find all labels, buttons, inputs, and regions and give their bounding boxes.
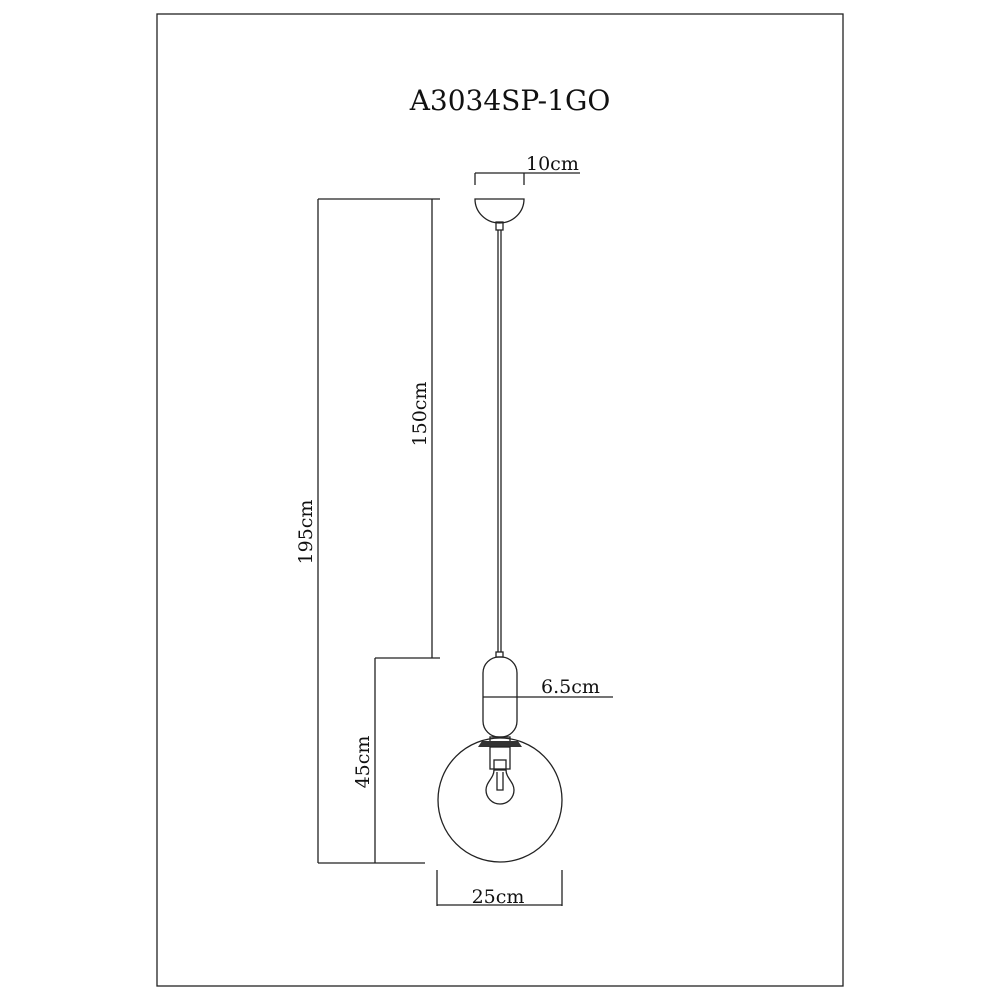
- globe-diameter-label: 25cm: [472, 886, 525, 908]
- cord-grip: [495, 651, 504, 658]
- canopy-width-label: 10cm: [526, 153, 579, 175]
- bulb-base: [493, 759, 507, 771]
- drawing-border: [156, 13, 844, 987]
- lamp-height-label: 45cm: [352, 736, 374, 789]
- globe-dimension: 25cm: [436, 870, 563, 908]
- lamp-illustration: [437, 198, 563, 863]
- bulb: [485, 769, 515, 805]
- socket: [489, 746, 511, 770]
- height-dimensions: 195cm 150cm 45cm: [295, 198, 440, 864]
- canopy: [474, 198, 525, 224]
- canopy-connector: [495, 221, 504, 231]
- canopy-dimension: 10cm: [474, 153, 580, 185]
- total-height-label: 195cm: [295, 500, 317, 565]
- bulb-filament: [496, 772, 504, 791]
- cord-length-label: 150cm: [409, 382, 431, 447]
- model-title: A3034SP-1GO: [409, 84, 611, 117]
- holder-dimension: 6.5cm: [483, 676, 613, 698]
- globe-plate: [478, 741, 522, 747]
- glass-globe: [437, 737, 563, 863]
- holder-width-label: 6.5cm: [541, 676, 600, 698]
